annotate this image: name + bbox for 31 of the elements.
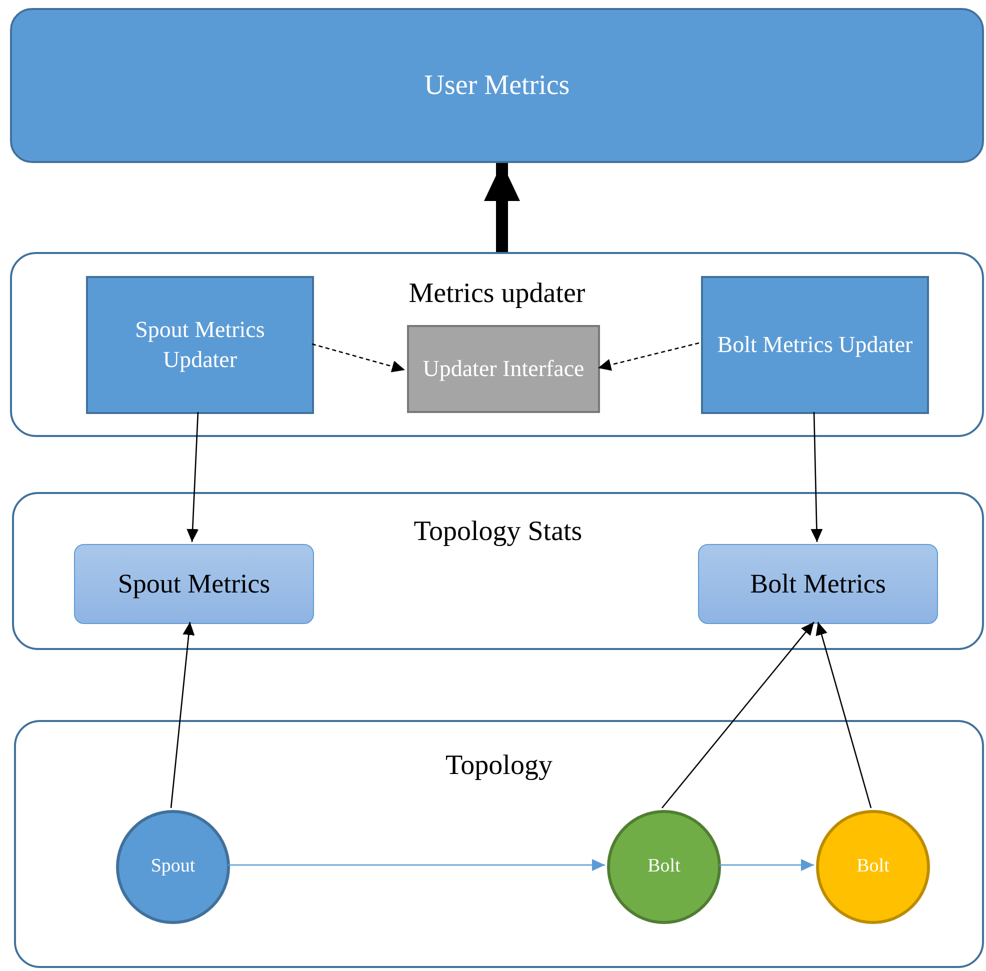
arrow — [816, 622, 872, 808]
interface-box — [407, 325, 600, 413]
arrow — [719, 859, 814, 871]
arrow — [170, 622, 195, 808]
group-title: Topology Stats — [412, 515, 584, 549]
node-label: Spout — [150, 854, 196, 879]
group-panel — [10, 252, 984, 437]
node-label: Bolt Metrics Updater — [716, 331, 914, 360]
arrow — [662, 622, 814, 808]
header-box — [10, 8, 984, 163]
node-label: Bolt — [856, 854, 890, 879]
node-label: Bolt — [646, 854, 682, 879]
arrow — [598, 342, 700, 371]
metrics-box — [698, 544, 938, 624]
group-title: Topology — [444, 749, 554, 783]
arrow — [186, 412, 199, 542]
group-panel — [12, 492, 984, 650]
metrics-box — [74, 544, 314, 624]
process-box — [701, 276, 929, 414]
node-label: Updater Interface — [422, 355, 586, 384]
node-label: User Metrics — [423, 68, 571, 102]
arrow — [228, 859, 605, 871]
node-label: Spout Metrics Updater — [134, 316, 266, 374]
node-label: Spout Metrics — [116, 567, 272, 600]
process-box — [86, 276, 314, 414]
group-title: Metrics updater — [408, 277, 586, 311]
arrow — [810, 412, 823, 542]
arrow — [312, 343, 406, 372]
group-panel — [14, 720, 984, 968]
node-label: Bolt Metrics — [749, 567, 887, 600]
arrow — [484, 163, 520, 252]
